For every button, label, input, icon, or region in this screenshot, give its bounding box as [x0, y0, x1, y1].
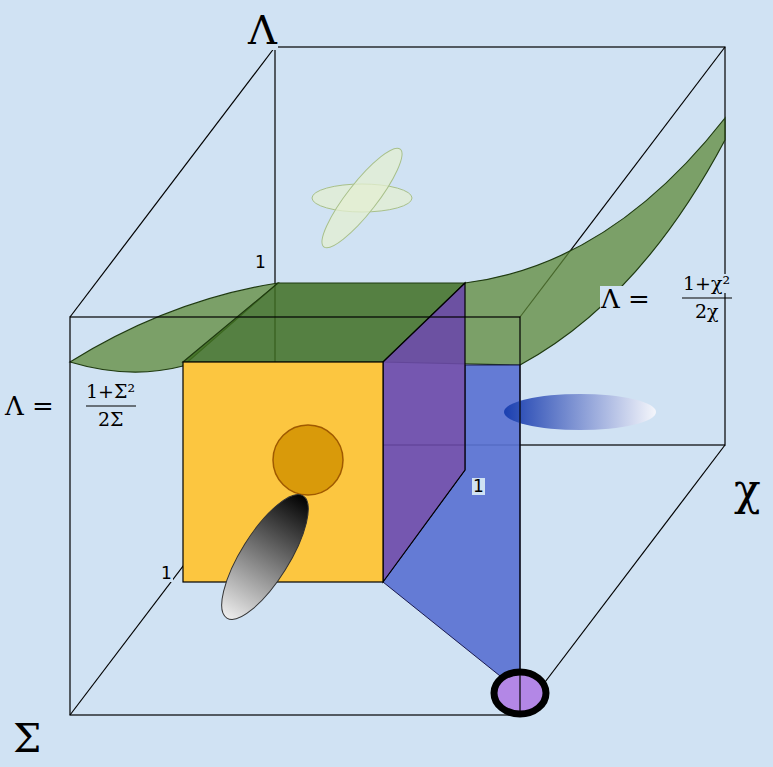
- axis-label: Λ: [247, 10, 278, 50]
- tick-label: 1: [472, 478, 485, 495]
- axis-label: χ: [733, 468, 762, 512]
- formula-denominator: 2Σ: [97, 410, 125, 429]
- formula-denominator: 2χ: [694, 302, 720, 321]
- orange-circle: [273, 425, 343, 495]
- formula-lhs: Λ =: [4, 393, 55, 419]
- grey-ellipse: [206, 483, 323, 631]
- cube-front: [70, 317, 520, 715]
- purple-face: [383, 283, 465, 582]
- cube-edge: [70, 47, 275, 317]
- fraction-bar: [682, 297, 732, 298]
- axis-label: Σ: [12, 718, 42, 758]
- cube-frame: [70, 47, 725, 715]
- fraction-bar: [86, 405, 136, 406]
- tilted-ellipse: [312, 140, 412, 256]
- tick-label: 1: [254, 254, 267, 271]
- cross-ellipses: [312, 140, 412, 256]
- formula-lhs: Λ =: [600, 286, 651, 312]
- tick-label: 1: [160, 565, 173, 582]
- cube-edge: [520, 445, 725, 715]
- formula-numerator: 1+Σ²: [85, 382, 136, 401]
- formula-numerator: 1+χ²: [682, 274, 731, 293]
- blue-ellipse: [504, 394, 656, 430]
- cube-front-face: [70, 317, 520, 715]
